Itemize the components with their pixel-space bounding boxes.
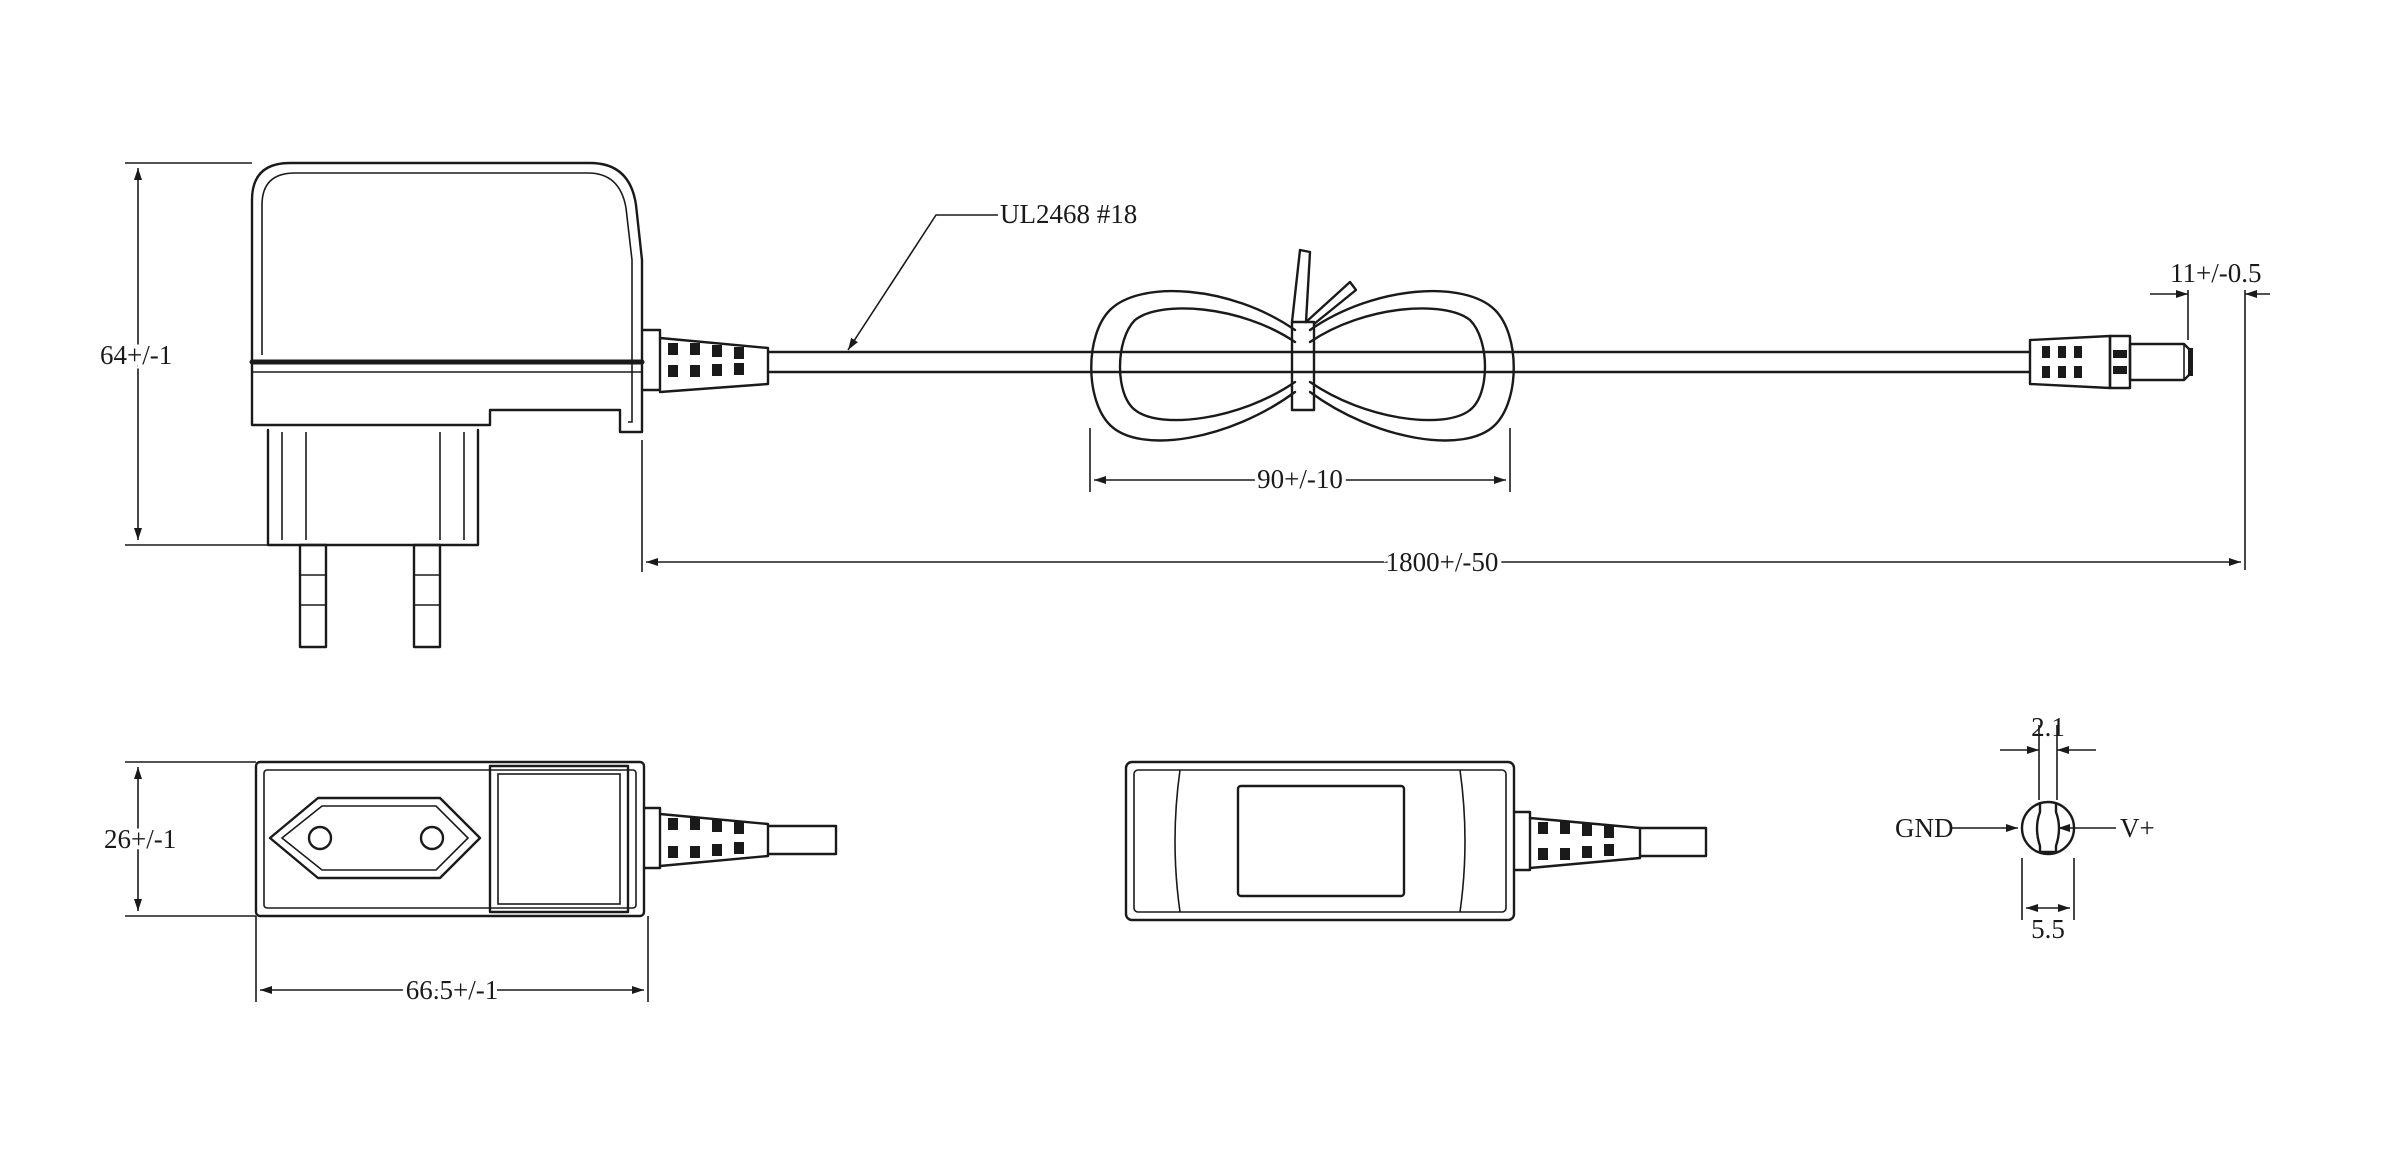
plug-diameter-label: 5.5 (2031, 914, 2065, 944)
cable-loop (1090, 248, 1515, 442)
dc-plug-length-label: 11+/-0.5 (2170, 258, 2261, 288)
adapter-plug-face-view (254, 760, 838, 918)
cable-length-label: 1800+/-50 (1386, 547, 1499, 577)
dim-dc-plug-length: 11+/-0.5 (2150, 258, 2270, 570)
label-panel-inner (497, 773, 621, 905)
adapter-back-view (1124, 760, 1708, 922)
pin-spacing-label: 2.1 (2031, 712, 2065, 742)
plug-socket-inner (280, 805, 470, 871)
dc-plug (2028, 334, 2193, 390)
socket-hole-right (419, 825, 445, 851)
height-label: 64+/-1 (100, 340, 172, 370)
strain-relief (640, 328, 770, 394)
depth-label: 26+/-1 (104, 824, 176, 854)
dim-depth: 26+/-1 (100, 761, 256, 917)
adapter-body-outline (250, 161, 644, 434)
back-label-panel (1236, 784, 1406, 898)
dim-loop: 90+/-10 (1089, 428, 1511, 498)
plug-pin-left (298, 543, 328, 649)
dim-height: 64+/-1 (96, 162, 268, 546)
plug-pin-right (412, 543, 442, 649)
dim-width: 66.5+/-1 (255, 916, 649, 1009)
cable-spec-label: UL2468 #18 (1000, 199, 1137, 229)
cable (766, 248, 2193, 442)
loop-length-label: 90+/-10 (1257, 464, 1343, 494)
plug-base-rib (305, 432, 441, 540)
width-label: 66.5+/-1 (406, 975, 498, 1005)
plug-socket-shape (268, 796, 482, 880)
v-plus-label: V+ (2120, 813, 2155, 843)
adapter-front-view (249, 161, 770, 649)
gnd-label: GND (1895, 813, 1954, 843)
socket-hole-left (307, 825, 333, 851)
adapter-body-inner-outline (261, 172, 633, 423)
dc-plug-center-pin (2035, 802, 2061, 854)
label-panel (488, 764, 630, 914)
dc-plug-end-view: 2.1 5.5 GND V+ (1895, 712, 2155, 944)
cable-spec-callout: UL2468 #18 (847, 199, 1137, 351)
plug-base (266, 428, 480, 547)
dim-cable-length: 1800+/-50 (641, 440, 2241, 581)
